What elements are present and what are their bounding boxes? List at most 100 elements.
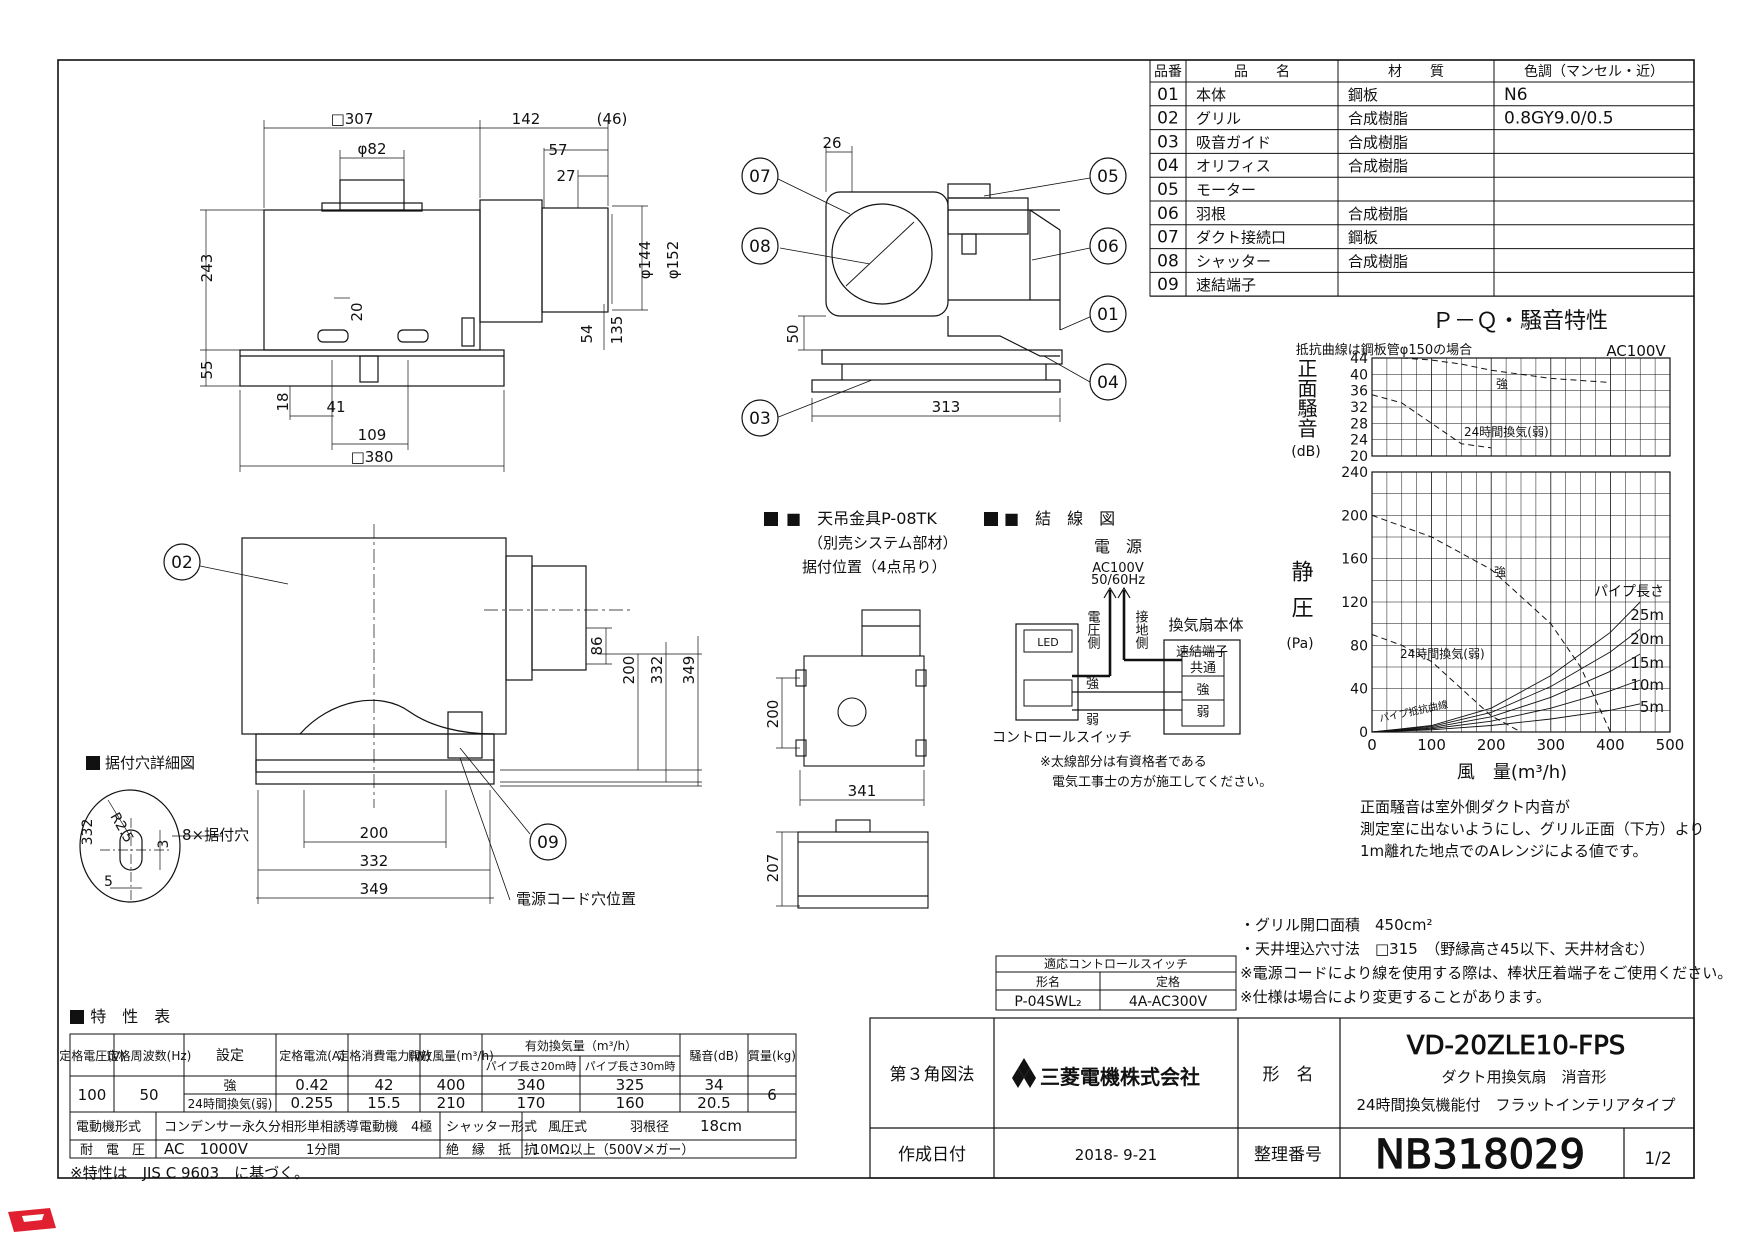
pq-noise-tick: 28 bbox=[1350, 416, 1368, 432]
char-motor-label: 電動機形式 bbox=[76, 1120, 141, 1135]
tb-page: 1/2 bbox=[1644, 1149, 1671, 1169]
wiring-terminal-strong: 強 bbox=[1196, 683, 1209, 698]
char-h-open-air: 開放風量(m³/h) bbox=[408, 1048, 494, 1063]
dim-front-46: (46) bbox=[597, 110, 628, 128]
wiring-mark-weak: 弱 bbox=[1086, 713, 1099, 728]
char-r2-pipe20: 170 bbox=[517, 1094, 546, 1112]
parts-header-2: 材 質 bbox=[1388, 64, 1444, 80]
mount-dim-r25: R2.5 bbox=[107, 810, 137, 846]
corner-mark bbox=[8, 1208, 56, 1232]
wiring-led: LED bbox=[1037, 636, 1059, 649]
char-h-setting: 設定 bbox=[216, 1048, 244, 1064]
hanger-section: ■ 天吊金具P-08TK （別売システム部材） 据付位置（4点吊り） bbox=[764, 509, 958, 909]
mount-dim-3: 3 bbox=[156, 840, 172, 849]
wiring-note-2: 電気工事士の方が施工してください。 bbox=[1052, 774, 1272, 790]
parts-cell-r5-c1: 羽根 bbox=[1196, 205, 1226, 223]
spec-notes: ・グリル開口面積 450cm² ・天井埋込穴寸法 □315 （野縁高さ45以下、… bbox=[1240, 916, 1732, 1006]
pq-series-1-5 bbox=[1371, 679, 1641, 733]
pq-remark-1: 正面騒音は室外側ダクト内音が bbox=[1360, 798, 1570, 816]
parts-header-1: 品 名 bbox=[1234, 64, 1290, 80]
char-h-freq: 定格周波数(Hz) bbox=[107, 1048, 192, 1063]
parts-cell-r8-c0: 09 bbox=[1157, 275, 1179, 295]
dim-front-380: □380 bbox=[351, 448, 394, 466]
tb-name-label: 形 名 bbox=[1263, 1065, 1314, 1085]
callout-03: 03 bbox=[749, 409, 771, 429]
char-h-mass: 質量(kg) bbox=[748, 1048, 796, 1063]
dim-bottom-332-v: 332 bbox=[648, 656, 666, 685]
cord-hole-label: 電源コード穴位置 bbox=[516, 890, 636, 908]
mount-detail: ■ 据付穴詳細図 332 R2.5 3 5 8×据付穴 bbox=[79, 754, 249, 903]
char-r1-pipe20: 340 bbox=[517, 1076, 546, 1094]
bottom-view-labels: 02 09 86 200 332 349 200 332 349 電源コード穴位… bbox=[163, 543, 698, 908]
parts-cell-r1-c3: 0.8GY9.0/0.5 bbox=[1504, 109, 1614, 129]
wiring-title: ■ 結 線 図 bbox=[1004, 509, 1115, 528]
char-r1-pipe30: 325 bbox=[616, 1076, 645, 1094]
char-r2-open: 210 bbox=[437, 1094, 466, 1112]
sheet-border bbox=[57, 59, 1695, 1179]
dim-front-phi82: φ82 bbox=[358, 140, 387, 158]
char-h-voltage: 定格電圧(V) bbox=[59, 1048, 125, 1063]
parts-cell-r3-c1: オリフィス bbox=[1196, 157, 1271, 175]
pq-series-0-1 bbox=[1371, 394, 1492, 449]
char-table: ■ 特 性 表 定格電圧(V) 定格周波数(Hz) 設定 定格電流(A bbox=[59, 1007, 797, 1182]
dim-front-307: □307 bbox=[331, 110, 374, 128]
pq-chart: Ｐ－Ｑ・騒音特性 抵抗曲線は鋼板管φ150の場合 AC100V 正面騒音 (dB… bbox=[1286, 309, 1704, 860]
mount-detail-title: ■ 据付穴詳細図 bbox=[86, 754, 195, 772]
dim-front-27: 27 bbox=[556, 167, 575, 185]
wiring-fan-body: 換気扇本体 bbox=[1168, 616, 1243, 634]
parts-cell-r6-c0: 07 bbox=[1157, 228, 1179, 248]
front-view-dims: □307 142 (46) φ82 57 27 243 φ144 φ152 20… bbox=[198, 110, 682, 466]
switch-table-h-model: 形名 bbox=[1036, 974, 1060, 989]
char-r2-power: 15.5 bbox=[367, 1094, 400, 1112]
char-insulation-value: 10MΩ以上（500Vメガー） bbox=[532, 1143, 694, 1158]
dim-front-109: 109 bbox=[358, 426, 387, 444]
dim-side-313: 313 bbox=[932, 398, 961, 416]
pq-series bbox=[1371, 357, 1641, 733]
dim-front-41: 41 bbox=[326, 398, 345, 416]
pq-series-1-2 bbox=[1371, 601, 1641, 733]
dim-bottom-86: 86 bbox=[588, 636, 606, 655]
hanger-subtitle: （別売システム部材） bbox=[808, 534, 958, 552]
pq-resistance-label: パイプ抵抗曲線 bbox=[1378, 698, 1449, 725]
dim-front-142: 142 bbox=[512, 110, 541, 128]
parts-cell-r4-c0: 05 bbox=[1157, 180, 1179, 200]
char-blade-label: 羽根径 bbox=[630, 1120, 669, 1135]
wiring-terminal-weak: 弱 bbox=[1196, 705, 1209, 720]
side-view-callouts: 07 08 05 06 01 04 03 26 50 313 bbox=[741, 134, 1127, 437]
pq-series-1-0 bbox=[1371, 514, 1611, 733]
pq-pressure-tick: 240 bbox=[1341, 465, 1368, 481]
spec-note-4: ※仕様は場合により変更することがあります。 bbox=[1240, 988, 1551, 1006]
pq-pipe-20: 20m bbox=[1630, 630, 1664, 648]
switch-table: 適応コントロールスイッチ 形名 定格 P-04SWL₂ 4A-AC300V bbox=[995, 955, 1237, 1011]
char-r2-setting: 24時間換気(弱) bbox=[188, 1096, 273, 1111]
spec-note-2: ・天井埋込穴寸法 □315 （野縁高さ45以下、天井材含む） bbox=[1240, 940, 1654, 958]
callout-09: 09 bbox=[537, 833, 559, 853]
parts-header-3: 色調（マンセル・近） bbox=[1524, 63, 1664, 80]
char-r2-current: 0.255 bbox=[291, 1094, 334, 1112]
parts-cell-r5-c0: 06 bbox=[1157, 204, 1179, 224]
parts-cell-r2-c1: 吸音ガイド bbox=[1196, 133, 1271, 151]
dim-front-phi152: φ152 bbox=[664, 241, 682, 280]
char-r1-current: 0.42 bbox=[295, 1076, 328, 1094]
wiring-power-hz: 50/60Hz bbox=[1091, 573, 1145, 588]
pq-series-1-1 bbox=[1371, 634, 1522, 733]
pq-noise-ylabel: 正面騒音 bbox=[1294, 358, 1318, 438]
pq-remark-3: 1m離れた地点でのAレンジによる値です。 bbox=[1360, 842, 1647, 860]
pq-note: 抵抗曲線は鋼板管φ150の場合 bbox=[1296, 342, 1472, 358]
pq-label-weak-noise: 24時間換気(弱) bbox=[1464, 424, 1549, 439]
switch-table-title: 適応コントロールスイッチ bbox=[1044, 956, 1188, 971]
spec-note-1: ・グリル開口面積 450cm² bbox=[1240, 916, 1433, 934]
wiring-side-ground: 接地側 bbox=[1133, 609, 1149, 649]
parts-cell-r3-c2: 合成樹脂 bbox=[1348, 157, 1408, 175]
char-r1-noise: 34 bbox=[704, 1076, 723, 1094]
pq-noise-tick: 40 bbox=[1350, 367, 1368, 383]
pq-x-tick: 200 bbox=[1477, 736, 1506, 754]
callout-08: 08 bbox=[749, 237, 771, 257]
char-h-noise: 騒音(dB) bbox=[689, 1048, 738, 1063]
pq-pressure-tick: 40 bbox=[1350, 682, 1368, 698]
tb-number-label: 整理番号 bbox=[1254, 1145, 1322, 1165]
mount-hole-label: 8×据付穴 bbox=[182, 826, 249, 844]
